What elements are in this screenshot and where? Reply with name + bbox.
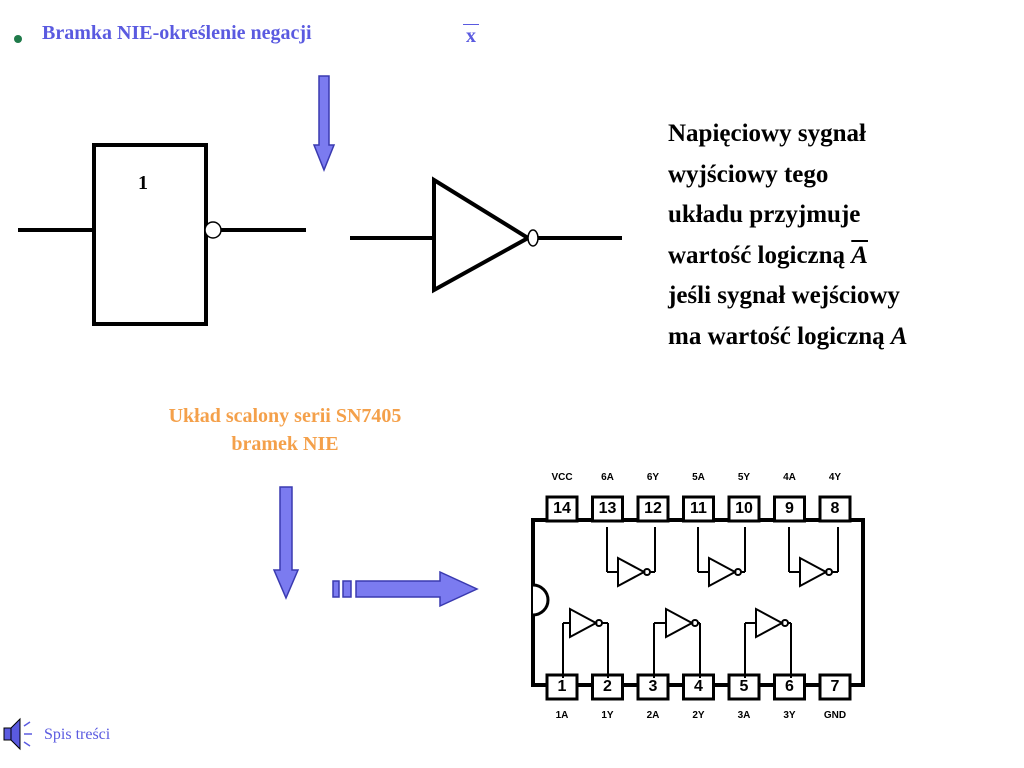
- not-gate-ansi-symbol: [350, 176, 622, 294]
- speaker-icon[interactable]: [3, 717, 32, 751]
- gate-label: 1: [138, 172, 148, 194]
- chip-gate-6: [606, 527, 656, 588]
- chip-pin-number: 7: [830, 678, 840, 695]
- chip-caption: Układ scalony serii SN7405 bramek NIE: [120, 402, 450, 458]
- chip-pin-number: 12: [644, 500, 662, 517]
- negated-variable: A: [851, 241, 868, 269]
- chip-pin-label: VCC: [551, 472, 573, 483]
- chip-pin-number: 3: [648, 678, 658, 695]
- chip-gate-5: [697, 527, 746, 588]
- chip-gate-1: [562, 607, 609, 678]
- toc-link[interactable]: Spis treści: [44, 726, 111, 743]
- description-text: Napięciowy sygnał wyjściowy tego układu …: [668, 114, 908, 357]
- chip-pin-number: 8: [830, 500, 840, 517]
- chip-pin-label: 3A: [737, 710, 751, 721]
- description-line: układu przyjmuje: [668, 201, 861, 228]
- chip-pin-number: 9: [785, 500, 794, 517]
- variable: A: [890, 322, 908, 350]
- chip-gate-4: [788, 527, 839, 588]
- chip-pin-4: [682, 673, 715, 701]
- chip-caption-line: Układ scalony serii SN7405: [168, 405, 402, 427]
- chip-pin-14: [545, 495, 579, 523]
- chip-pin-label: 6Y: [646, 472, 660, 483]
- description-line: ma wartość logiczną A: [668, 317, 908, 358]
- slide-title: Bramka NIE-określenie negacji: [42, 22, 312, 44]
- chip-pin-10: [727, 495, 761, 523]
- chip-pin-6: [773, 673, 806, 701]
- chip-pin-label: 1Y: [601, 710, 614, 721]
- description-line: wartość logiczną A: [668, 236, 908, 277]
- chip-pin-label: GND: [823, 710, 847, 721]
- chip-caption-line: bramek NIE: [231, 433, 339, 455]
- chip-pin-number: 1: [557, 678, 567, 695]
- chip-pin-label: 4A: [783, 472, 796, 483]
- chip-pin-11: [682, 495, 715, 523]
- chip-pin-label: 1A: [555, 710, 569, 721]
- not-gate-iec-symbol: [18, 143, 306, 326]
- chip-pin-number: 14: [553, 500, 571, 517]
- chip-pin-7: [818, 673, 852, 701]
- chip-pin-1: [545, 673, 579, 701]
- chip-pin-3: [636, 673, 670, 701]
- chip-pin-number: 13: [598, 500, 617, 517]
- arrow-right-icon: [332, 570, 479, 608]
- chip-pin-label: 5A: [692, 472, 705, 483]
- chip-pin-12: [636, 495, 670, 523]
- ic-chip-sn7405: [531, 495, 865, 701]
- negation-symbol: x: [463, 24, 479, 47]
- arrow-down-icon: [272, 486, 300, 600]
- chip-pin-label: 2A: [646, 710, 660, 721]
- chip-pin-8: [818, 495, 852, 523]
- description-line: wyjściowy tego: [668, 160, 829, 188]
- chip-pin-label: 6A: [601, 472, 614, 483]
- chip-pin-9: [773, 495, 806, 523]
- chip-pin-label: 3Y: [783, 710, 796, 721]
- bullet-icon: [14, 35, 22, 43]
- arrow-down-icon: [312, 75, 336, 173]
- chip-pin-label: 5Y: [737, 472, 751, 483]
- chip-pin-label: 4Y: [828, 472, 842, 483]
- chip-pin-13: [591, 495, 624, 523]
- description-line: Napięciowy sygnał: [668, 120, 866, 147]
- chip-pin-number: 5: [739, 678, 749, 695]
- chip-gate-2: [653, 607, 701, 678]
- chip-pin-number: 4: [694, 678, 703, 695]
- description-text-part: wartość logiczną: [668, 241, 852, 269]
- chip-pin-label: 2Y: [692, 710, 705, 721]
- chip-gate-3: [744, 607, 792, 678]
- chip-pin-number: 2: [603, 678, 612, 695]
- chip-pin-number: 11: [690, 500, 707, 517]
- chip-pin-number: 10: [735, 500, 753, 517]
- description-text-part: ma wartość logiczną: [668, 322, 891, 350]
- chip-pin-number: 6: [785, 678, 794, 695]
- description-line: jeśli sygnał wejściowy: [668, 282, 900, 309]
